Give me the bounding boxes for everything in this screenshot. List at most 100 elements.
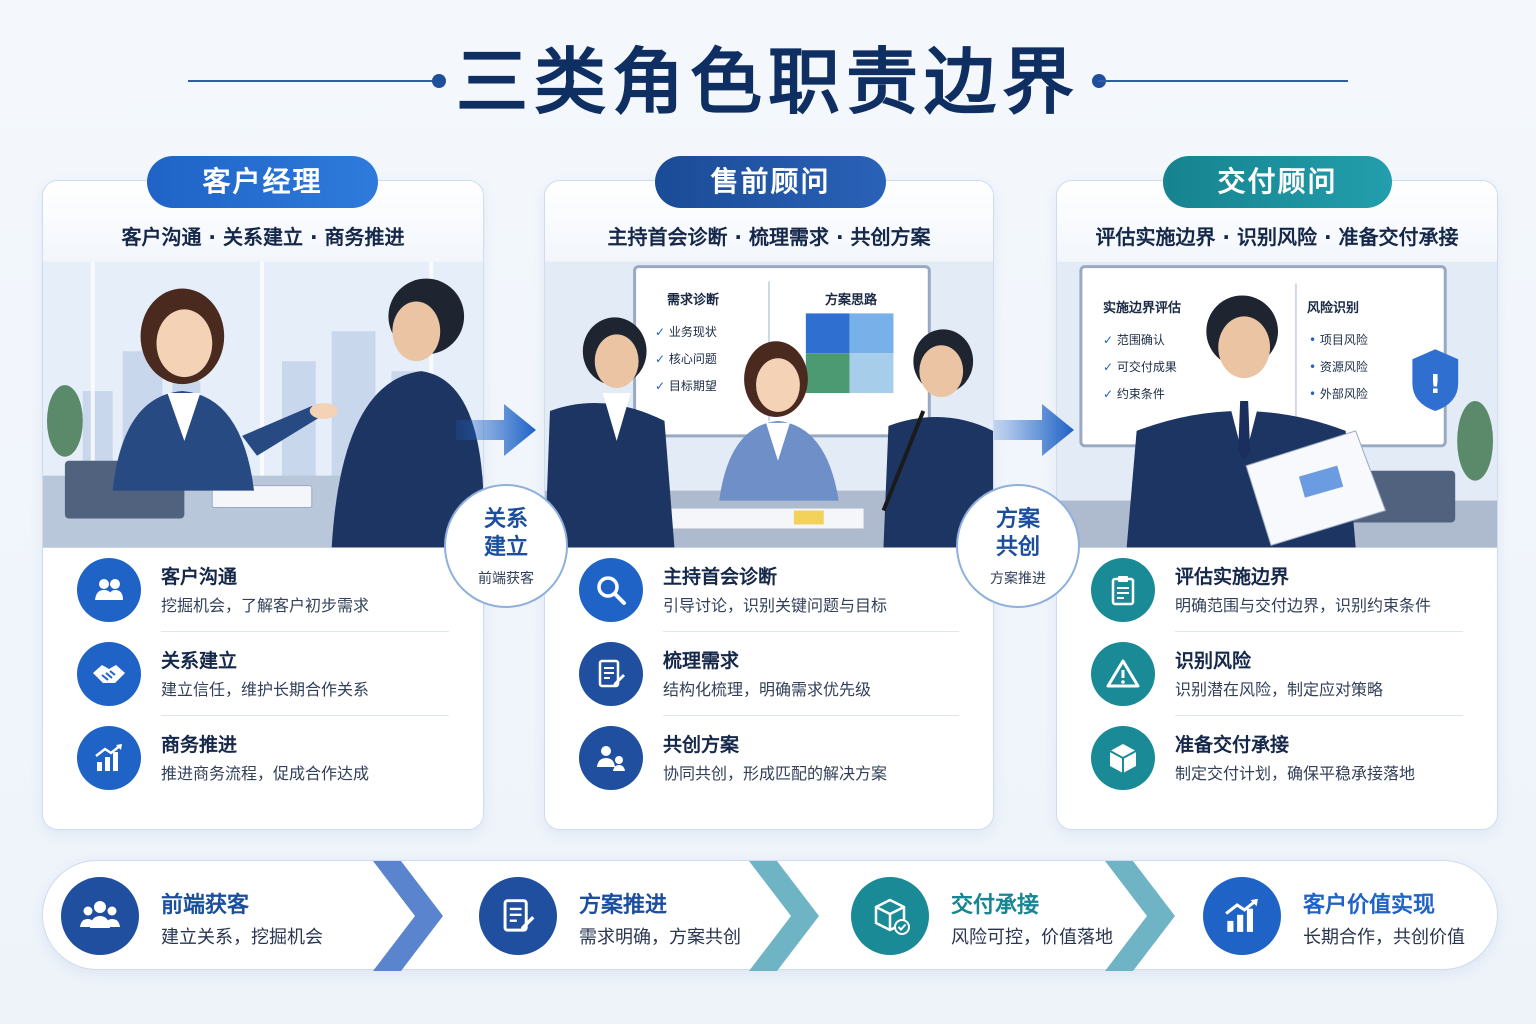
flow-step: 交付承接 风险可控，价值落地 <box>851 861 1171 971</box>
box-icon <box>1091 726 1155 790</box>
list-item: 准备交付承接 制定交付计划，确保平稳承接落地 <box>1091 716 1463 800</box>
flow-step-description: 需求明确，方案共创 <box>579 927 741 948</box>
card-subtitle: 评估实施边界 · 识别风险 · 准备交付承接 <box>1095 225 1459 249</box>
divider <box>1175 715 1463 716</box>
board-left-title: 需求诊断 <box>667 293 720 308</box>
flow-step-title: 前端获客 <box>161 893 250 918</box>
connector-bubble-relationship: 关系建立 前端获客 <box>444 484 568 608</box>
page-title: 三类角色职责边界 <box>455 40 1080 124</box>
board-check-item: ✓ 范围确认 <box>1103 333 1165 347</box>
flow-step-title: 客户价值实现 <box>1303 893 1436 918</box>
scene-client-meeting-illustration <box>43 261 483 548</box>
divider <box>161 631 449 632</box>
arrow-right-icon <box>456 404 536 456</box>
chevron-right-icon <box>1105 861 1175 971</box>
card-subtitle: 主持首会诊断 · 梳理需求 · 共创方案 <box>607 225 931 249</box>
role-card-account-manager: 客户沟通 · 关系建立 · 商务推进 <box>42 180 484 830</box>
connector-title: 关系建立 <box>483 507 528 560</box>
item-title: 关系建立 <box>161 650 238 672</box>
board-check-item: ✓ 可交付成果 <box>1103 360 1177 374</box>
card-header: 主持首会诊断 · 梳理需求 · 共创方案 <box>545 181 993 548</box>
board-checklist: ✓ 业务现状 ✓ 核心问题 ✓ 目标期望 <box>655 319 717 400</box>
item-title: 商务推进 <box>161 734 238 756</box>
role-card-delivery-consultant: 评估实施边界 · 识别风险 · 准备交付承接 ! 实施边界评估 ✓ 范围确认 ✓… <box>1056 180 1498 830</box>
item-description: 制定交付计划，确保平稳承接落地 <box>1175 764 1416 783</box>
users-icon <box>61 877 139 955</box>
handshake-icon <box>77 642 141 706</box>
list-item: 商务推进 推进商务流程，促成合作达成 <box>77 716 449 800</box>
process-flow-bar: 前端获客 建立关系，挖掘机会 方案推进 需求明确，方案共创 交付承接 风险可控，… <box>42 860 1498 971</box>
item-description: 结构化梳理，明确需求优先级 <box>663 680 872 699</box>
connector-subtitle: 方案推进 <box>990 571 1046 587</box>
list-item: 梳理需求 结构化梳理，明确需求优先级 <box>579 632 959 716</box>
arrow-right-icon <box>994 404 1074 456</box>
flow-step: 前端获客 建立关系，挖掘机会 <box>61 861 381 971</box>
flow-step: 方案推进 需求明确，方案共创 <box>479 861 799 971</box>
role-tag-account-manager: 客户经理 <box>147 156 378 208</box>
flow-step: 客户价值实现 长期合作，共创价值 <box>1203 861 1493 971</box>
item-description: 识别潜在风险，制定应对策略 <box>1175 680 1384 699</box>
connector-title: 方案共创 <box>995 507 1040 560</box>
scene-delivery-planning-illustration: ! <box>1057 261 1497 548</box>
item-description: 建立信任，维护长期合作关系 <box>161 680 370 699</box>
flow-step-description: 风险可控，价值落地 <box>951 927 1113 948</box>
connector-subtitle: 前端获客 <box>478 571 534 587</box>
card-header: 评估实施边界 · 识别风险 · 准备交付承接 ! 实施边界评估 ✓ 范围确认 ✓… <box>1057 181 1497 548</box>
flow-step-description: 建立关系，挖掘机会 <box>161 927 323 948</box>
divider <box>161 715 449 716</box>
board-right-title: 风险识别 <box>1307 301 1360 316</box>
list-item: 评估实施边界 明确范围与交付边界，识别约束条件 <box>1091 548 1463 632</box>
item-title: 评估实施边界 <box>1175 566 1290 588</box>
document-edit-icon <box>579 642 643 706</box>
search-icon <box>579 558 643 622</box>
board-risk-item: • 项目风险 <box>1309 333 1368 347</box>
title-area: 三类角色职责边界 <box>0 32 1536 132</box>
chevron-right-icon <box>749 861 819 971</box>
item-title: 共创方案 <box>663 734 740 756</box>
users-icon <box>77 558 141 622</box>
connector-bubble-solution: 方案共创 方案推进 <box>956 484 1080 608</box>
scene-workshop-illustration <box>545 261 993 548</box>
growth-chart-icon <box>77 726 141 790</box>
board-check-item: ✓ 目标期望 <box>655 379 717 393</box>
board-right-title: 方案思路 <box>825 293 878 308</box>
role-tag-delivery-consultant: 交付顾问 <box>1163 156 1392 208</box>
board-check-item: ✓ 约束条件 <box>1103 387 1165 401</box>
item-title: 梳理需求 <box>663 650 740 672</box>
document-edit-icon <box>479 877 557 955</box>
item-description: 挖掘机会，了解客户初步需求 <box>161 596 370 615</box>
board-check-item: ✓ 核心问题 <box>655 352 717 366</box>
team-icon <box>579 726 643 790</box>
list-item: 关系建立 建立信任，维护长期合作关系 <box>77 632 449 716</box>
item-title: 主持首会诊断 <box>663 566 778 588</box>
board-checklist: ✓ 范围确认 ✓ 可交付成果 ✓ 约束条件 <box>1103 327 1177 408</box>
card-subtitle: 客户沟通 · 关系建立 · 商务推进 <box>121 225 405 249</box>
item-description: 推进商务流程，促成合作达成 <box>161 764 370 783</box>
list-item: 客户沟通 挖掘机会，了解客户初步需求 <box>77 548 449 632</box>
list-item: 主持首会诊断 引导讨论，识别关键问题与目标 <box>579 548 959 632</box>
item-title: 准备交付承接 <box>1175 734 1290 756</box>
warning-icon <box>1091 642 1155 706</box>
divider <box>1175 631 1463 632</box>
svg-text:!: ! <box>1429 370 1441 400</box>
item-description: 引导讨论，识别关键问题与目标 <box>663 596 888 615</box>
item-title: 识别风险 <box>1175 650 1252 672</box>
title-dot-left <box>432 74 446 88</box>
divider <box>663 715 959 716</box>
board-risk-list: • 项目风险 • 资源风险 • 外部风险 <box>1309 327 1368 408</box>
chevron-right-icon <box>373 861 443 971</box>
list-item: 识别风险 识别潜在风险，制定应对策略 <box>1091 632 1463 716</box>
list-item: 共创方案 协同共创，形成匹配的解决方案 <box>579 716 959 800</box>
role-tag-presales-consultant: 售前顾问 <box>655 156 886 208</box>
flow-step-description: 长期合作，共创价值 <box>1303 927 1465 948</box>
flow-step-title: 方案推进 <box>579 893 668 918</box>
flow-step-title: 交付承接 <box>951 893 1040 918</box>
card-items: 主持首会诊断 引导讨论，识别关键问题与目标 梳理需求 结构化梳理，明确需求优先级… <box>545 548 993 829</box>
board-risk-item: • 外部风险 <box>1309 387 1368 401</box>
card-items: 评估实施边界 明确范围与交付边界，识别约束条件 识别风险 识别潜在风险，制定应对… <box>1057 548 1497 829</box>
title-divider-left <box>188 80 438 82</box>
card-items: 客户沟通 挖掘机会，了解客户初步需求 关系建立 建立信任，维护长期合作关系 商务… <box>43 548 483 829</box>
role-card-presales-consultant: 主持首会诊断 · 梳理需求 · 共创方案 <box>544 180 994 830</box>
board-check-item: ✓ 业务现状 <box>655 325 717 339</box>
item-title: 客户沟通 <box>161 566 238 588</box>
